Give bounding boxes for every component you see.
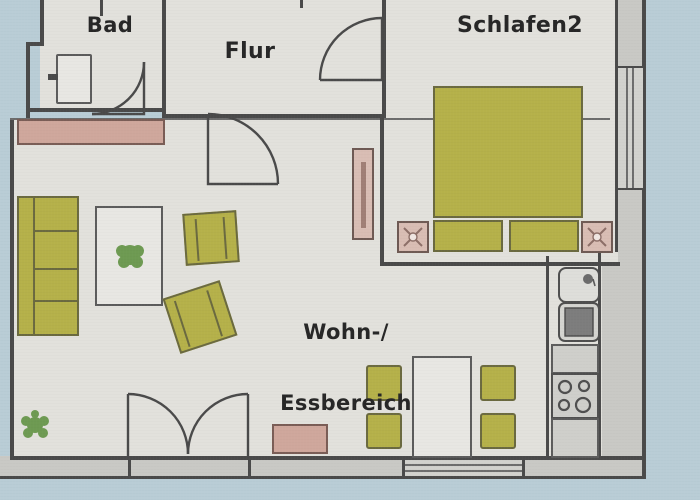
dining-chair-4	[480, 413, 516, 449]
wall-bottom-outer-2	[0, 476, 646, 479]
wall-top-bath-stub	[100, 0, 103, 16]
bath-basin-tap	[48, 74, 58, 80]
sideboard-top	[17, 119, 165, 145]
dining-chair-3	[480, 365, 516, 401]
room-label-schlafen2: Schlafen2	[457, 13, 583, 38]
nightstand-right	[581, 221, 613, 253]
radiator	[352, 148, 374, 240]
wall-right-outer	[642, 0, 646, 478]
wall-bottom-seg-mid	[248, 456, 251, 478]
wall-hall-bottom	[166, 114, 386, 118]
window-right-sill-bottom	[618, 188, 643, 190]
wall-bath-left-jog	[26, 42, 44, 46]
sideboard-bottom	[272, 424, 328, 454]
wall-bedroom-left	[380, 118, 384, 266]
wall-hall-right	[382, 0, 386, 120]
corner-plant-icon	[21, 410, 49, 438]
armchair-upper	[182, 210, 240, 266]
kitchen-stove	[551, 373, 599, 419]
window-bottom	[404, 460, 524, 476]
window-right-mullion-b	[632, 68, 634, 188]
kitchen-appliance	[558, 302, 600, 342]
window-right-mullion-a	[626, 68, 628, 188]
wall-top-hall-stub	[300, 0, 303, 8]
wall-bath-right	[162, 0, 166, 118]
double-bed	[433, 86, 583, 218]
dining-chair-2	[366, 413, 402, 449]
wall-mass-right-upper	[615, 0, 645, 70]
wall-bath-left	[40, 0, 44, 46]
wall-kitchen-right	[598, 250, 601, 460]
dining-table	[412, 356, 472, 458]
wall-mass-right-lower	[615, 188, 645, 252]
dining-chair-1	[366, 365, 402, 401]
bed-foot-right	[509, 220, 579, 252]
wall-left-outer	[10, 118, 14, 460]
door-bedroom-swing	[318, 16, 384, 82]
kitchen-sink	[558, 267, 600, 303]
room-label-wohn-essbereich: Wohn-/ Essbereich	[246, 274, 446, 462]
window-bottom-jamb-l	[402, 456, 405, 478]
window-bottom-mullion-b	[404, 470, 524, 472]
door-bath-swing	[91, 61, 146, 116]
floor-hall	[166, 0, 386, 120]
wall-bottom-seg-left	[128, 456, 131, 478]
window-bottom-jamb-r	[522, 456, 525, 478]
door-hall-living-swing	[206, 112, 280, 186]
room-label-wohn-line1: Wohn-/	[303, 320, 389, 345]
sofa-3-seat	[17, 196, 79, 336]
wall-kitchen-left	[546, 256, 549, 460]
wall-hall-bottom-hair	[10, 118, 610, 120]
door-terrace-double	[126, 392, 250, 456]
wall-right-inner	[615, 0, 618, 252]
wall-bath-left-lower	[26, 42, 30, 118]
wall-mass-right	[598, 250, 646, 472]
kitchen-counter-1	[551, 344, 599, 374]
nightstand-left	[397, 221, 429, 253]
room-label-bad: Bad	[86, 13, 134, 37]
kitchen-counter-2	[551, 418, 599, 458]
window-bottom-mullion-a	[404, 464, 524, 466]
window-right-sill-top	[618, 66, 643, 68]
room-label-wohn-line2: Essbereich	[280, 390, 412, 415]
wall-bath-bottom	[26, 108, 166, 112]
potted-plant-icon	[116, 245, 144, 268]
wall-bedroom-bottom	[380, 262, 620, 266]
bed-foot-left	[433, 220, 503, 252]
room-label-flur: Flur	[224, 39, 276, 64]
window-right-bedroom	[618, 68, 643, 188]
wall-bottom-outer	[10, 456, 646, 460]
